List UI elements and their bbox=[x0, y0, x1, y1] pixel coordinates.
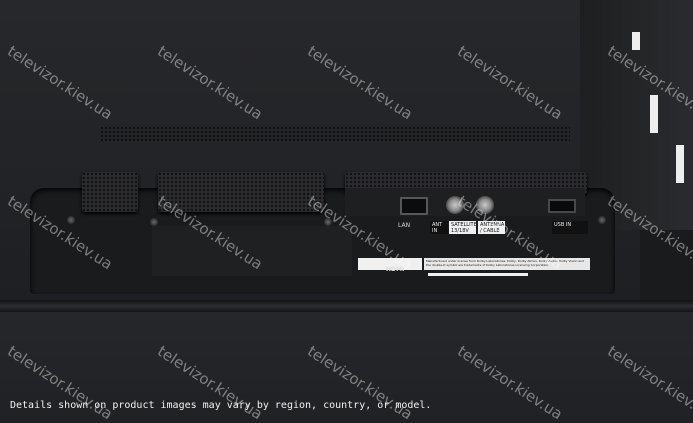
ventilation-grille bbox=[100, 126, 570, 142]
usb-port bbox=[548, 199, 576, 213]
satellite-label: SATELLITE 13/18V bbox=[449, 221, 476, 234]
usb-label: USB IN bbox=[552, 221, 588, 234]
screw-mid-left bbox=[150, 218, 158, 226]
panel-seam bbox=[0, 300, 693, 312]
side-label-2 bbox=[650, 95, 658, 133]
model-sticker-area bbox=[152, 226, 352, 276]
screw-left bbox=[67, 216, 75, 224]
antenna-port bbox=[476, 196, 494, 214]
lan-port bbox=[400, 197, 428, 215]
screw-right bbox=[598, 216, 606, 224]
side-label-1 bbox=[632, 32, 640, 50]
antenna-label: ANTENNA / CABLE bbox=[478, 221, 505, 234]
vent-block-left bbox=[82, 172, 138, 212]
vent-block-middle bbox=[158, 172, 324, 212]
satellite-port bbox=[446, 196, 464, 214]
dolby-notice: Manufactured under license from Dolby La… bbox=[424, 258, 590, 270]
io-plate bbox=[345, 188, 585, 216]
serial-strip bbox=[428, 273, 528, 276]
disclaimer-text: Details shown on product images may vary… bbox=[10, 400, 432, 411]
info-sticker bbox=[358, 258, 422, 270]
lan-label: LAN bbox=[398, 222, 411, 229]
ant-in-label: ANT IN bbox=[430, 221, 448, 234]
rear-cover-lower bbox=[0, 312, 693, 423]
side-label-3 bbox=[676, 145, 684, 183]
hdmi-logo: HDMI bbox=[386, 266, 405, 273]
screw-mid-right bbox=[324, 218, 332, 226]
